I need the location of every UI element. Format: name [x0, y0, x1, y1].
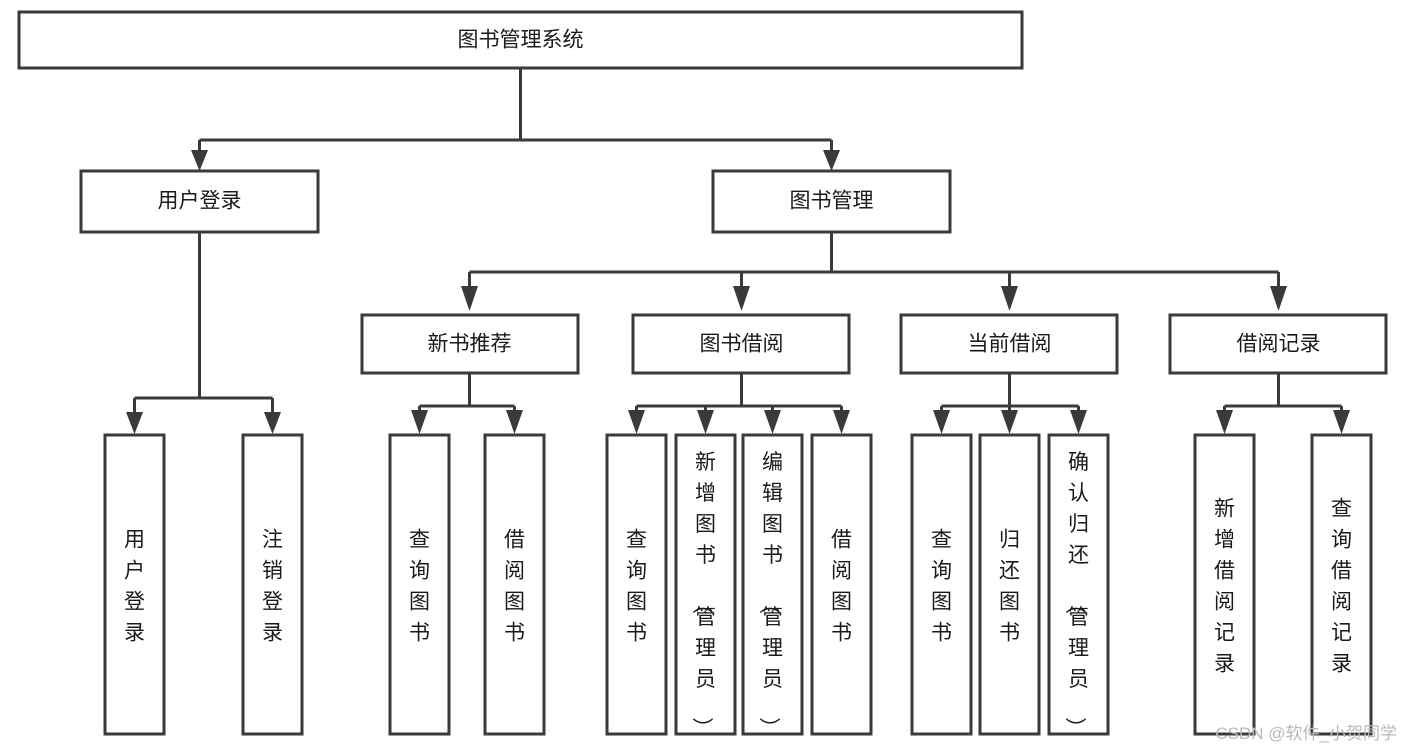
node-leaf-query-book-3-box[interactable] [910, 433, 973, 736]
node-new-book-recommend[interactable]: 新书推荐 [360, 313, 580, 375]
node-root-label: 图书管理系统 [458, 29, 584, 52]
node-leaf-query-book-1-label: 查询图书 [409, 529, 430, 645]
node-leaf-edit-book[interactable]: 编辑图书（管理员） [741, 433, 804, 738]
node-current-borrow-label: 当前借阅 [968, 333, 1052, 356]
node-leaf-user-login[interactable]: 用户登录 [103, 433, 166, 736]
csdn-watermark: CSDN @软件_小贺同学 [1215, 724, 1397, 743]
node-book-management[interactable]: 图书管理 [711, 169, 952, 234]
arrow-to-user-login [191, 150, 208, 171]
node-user-login[interactable]: 用户登录 [79, 169, 320, 234]
node-leaf-borrow-book-1-label: 借阅图书 [504, 529, 525, 645]
node-leaf-add-record[interactable]: 新增借阅记录 [1193, 433, 1256, 736]
node-leaf-return-book-label: 归还图书 [999, 529, 1020, 645]
arrow-to-leaf-query-record [1333, 410, 1350, 434]
node-leaf-query-book-3-label: 查询图书 [931, 529, 952, 645]
node-current-borrow[interactable]: 当前借阅 [899, 313, 1119, 375]
connector-book-borrow-trunk [635, 373, 843, 414]
node-leaf-query-book-2-box[interactable] [605, 433, 668, 736]
node-leaf-confirm-return-box[interactable] [1047, 433, 1110, 736]
node-leaf-add-book-box[interactable] [674, 433, 737, 736]
node-borrow-record[interactable]: 借阅记录 [1168, 313, 1388, 375]
node-leaf-query-record-label: 查询借阅记录 [1331, 498, 1352, 676]
arrow-to-leaf-user-login [126, 412, 143, 434]
node-leaf-borrow-book-2-label: 借阅图书 [831, 529, 852, 645]
node-user-login-box[interactable] [79, 169, 320, 234]
arrow-to-leaf-borrow-book-1 [506, 410, 523, 434]
node-leaf-edit-book-label: 编辑图书（管理员） [757, 451, 783, 738]
connector-current-borrow-trunk [940, 373, 1080, 414]
node-leaf-user-logout-box[interactable] [241, 433, 304, 736]
node-book-management-box[interactable] [711, 169, 952, 234]
connector-borrow-record-trunk [1223, 373, 1343, 414]
node-leaf-user-logout-label: 注销登录 [262, 529, 283, 645]
arrow-to-book-borrow [733, 286, 750, 311]
arrow-to-leaf-borrow-book-2 [833, 410, 850, 434]
node-leaf-query-book-2-label: 查询图书 [626, 529, 647, 645]
node-leaf-confirm-return[interactable]: 确认归还（管理员） [1047, 433, 1110, 738]
arrow-to-book-management [823, 150, 840, 171]
node-leaf-user-login-box[interactable] [103, 433, 166, 736]
arrow-to-leaf-add-book [697, 410, 714, 434]
node-leaf-query-record[interactable]: 查询借阅记录 [1310, 433, 1373, 736]
node-leaf-add-record-box[interactable] [1193, 433, 1256, 736]
node-leaf-user-logout[interactable]: 注销登录 [241, 433, 304, 736]
arrow-to-leaf-add-record [1216, 410, 1233, 434]
arrow-to-leaf-query-book-1 [411, 410, 428, 434]
node-new-book-recommend-box[interactable] [360, 313, 580, 375]
arrow-to-leaf-return-book [1001, 410, 1018, 434]
connector-layer [126, 68, 1350, 434]
connector-user-login-trunk [133, 232, 274, 414]
node-leaf-return-book[interactable]: 归还图书 [978, 433, 1041, 736]
arrow-to-current-borrow [1001, 286, 1018, 311]
node-leaf-query-book-2[interactable]: 查询图书 [605, 433, 668, 736]
node-leaf-borrow-book-2-box[interactable] [810, 433, 873, 736]
node-leaf-borrow-book-2[interactable]: 借阅图书 [810, 433, 873, 736]
arrow-to-leaf-query-book-2 [628, 410, 645, 434]
node-book-borrow-box[interactable] [631, 313, 851, 375]
arrow-to-leaf-confirm-return [1070, 410, 1087, 434]
node-borrow-record-label: 借阅记录 [1237, 333, 1321, 356]
node-book-management-label: 图书管理 [790, 190, 874, 213]
node-leaf-confirm-return-label: 确认归还（管理员） [1063, 451, 1089, 738]
node-root[interactable]: 图书管理系统 [17, 10, 1024, 70]
connector-root-trunk [198, 68, 833, 152]
node-leaf-add-book[interactable]: 新增图书（管理员） [674, 433, 737, 738]
node-root-box[interactable] [17, 10, 1024, 70]
arrow-to-leaf-query-book-3 [933, 410, 950, 434]
node-book-borrow-label: 图书借阅 [700, 333, 784, 356]
node-user-login-label: 用户登录 [158, 190, 242, 213]
connector-book-management-trunk [468, 232, 1280, 288]
node-leaf-query-record-box[interactable] [1310, 433, 1373, 736]
node-leaf-query-book-1-box[interactable] [388, 433, 451, 736]
node-leaf-add-book-label: 新增图书（管理员） [690, 451, 716, 738]
node-leaf-borrow-book-1-box[interactable] [483, 433, 546, 736]
node-new-book-recommend-label: 新书推荐 [428, 333, 512, 356]
arrow-to-new-book-recommend [461, 286, 478, 311]
node-leaf-add-record-label: 新增借阅记录 [1214, 498, 1235, 676]
node-borrow-record-box[interactable] [1168, 313, 1388, 375]
node-leaf-edit-book-box[interactable] [741, 433, 804, 736]
arrow-to-leaf-user-logout [264, 412, 281, 434]
node-book-borrow[interactable]: 图书借阅 [631, 313, 851, 375]
node-leaf-query-book-1[interactable]: 查询图书 [388, 433, 451, 736]
node-current-borrow-box[interactable] [899, 313, 1119, 375]
arrow-to-leaf-edit-book [764, 410, 781, 434]
node-leaf-return-book-box[interactable] [978, 433, 1041, 736]
node-leaf-query-book-3[interactable]: 查询图书 [910, 433, 973, 736]
connector-new-book-recommend-trunk [418, 373, 516, 414]
node-leaf-user-login-label: 用户登录 [124, 529, 145, 645]
node-leaf-borrow-book-1[interactable]: 借阅图书 [483, 433, 546, 736]
arrow-to-borrow-record [1270, 286, 1287, 311]
